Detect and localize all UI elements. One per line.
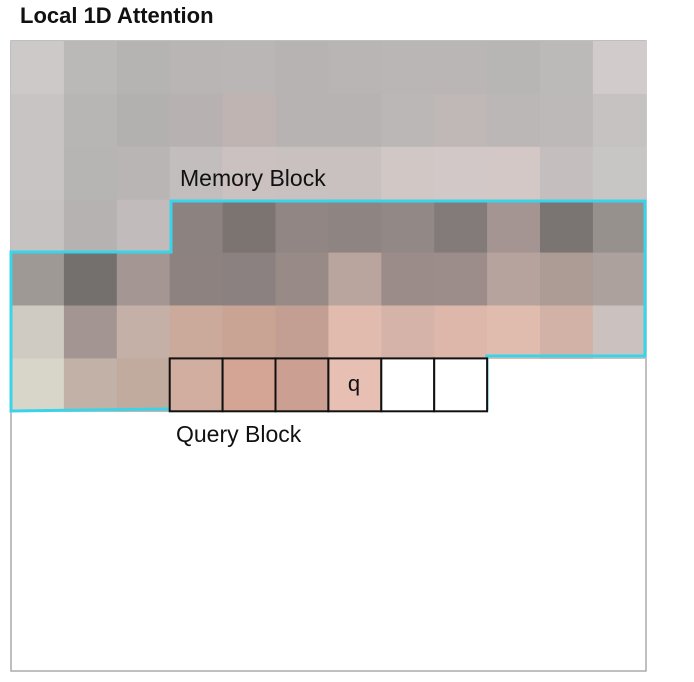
pixel-cell [434,252,488,307]
pixel-cell [275,252,329,307]
pixel-cell [275,199,329,254]
pixel-cell [63,93,118,148]
pixel-cell [11,305,65,359]
pixel-cell [328,199,382,254]
query-cell [327,357,383,413]
pixel-cell [487,41,541,95]
pixel-cell [169,199,224,254]
pixel-cell [11,93,65,148]
query-block [168,357,489,413]
pixel-cell [11,199,65,254]
query-cell [168,357,224,413]
pixel-cell [275,305,329,359]
pixel-cell [487,305,541,359]
query-cell [221,357,277,413]
pixel-cell [540,93,594,148]
pixel-cell [434,199,488,254]
pixel-cell [116,146,171,201]
pixel-cell [169,305,224,359]
pixel-cell [434,305,488,359]
query-cell [380,357,436,413]
image-pixel-grid [11,41,647,412]
pixel-cell [63,358,118,412]
pixel-cell [169,252,224,307]
query-cell [274,357,330,413]
pixel-cell [222,199,277,254]
pixel-cell [11,358,65,412]
pixel-cell [116,305,171,359]
pixel-cell [328,252,382,307]
pixel-cell [169,146,224,201]
pixel-cell [116,358,171,412]
pixel-cell [328,146,382,201]
pixel-cell [381,199,435,254]
pixel-cell [592,199,647,254]
pixel-cell [275,41,329,95]
pixel-cell [540,199,594,254]
pixel-cell [116,41,171,95]
pixel-cell [487,146,541,201]
pixel-cell [381,305,435,359]
pixel-cell [328,305,382,359]
pixel-cell [63,252,118,307]
pixel-cell [169,41,224,95]
pixel-cell [592,146,647,201]
pixel-cell [63,146,118,201]
pixel-cell [328,41,382,95]
pixel-cell [275,93,329,148]
pixel-cell [222,305,277,359]
pixel-cell [540,305,594,359]
pixel-cell [11,146,65,201]
pixel-cell [328,93,382,148]
pixel-cell [434,146,488,201]
pixel-cell [381,252,435,307]
pixel-cell [487,93,541,148]
pixel-cell [434,41,488,95]
pixel-cell [222,146,277,201]
pixel-cell [222,93,277,148]
pixel-cell [116,199,171,254]
query-block-label: Query Block [176,421,302,447]
pixel-cell [116,252,171,307]
pixel-cell [592,252,647,307]
pixel-cell [11,41,65,95]
pixel-cell [540,252,594,307]
memory-block-label: Memory Block [180,165,326,191]
pixel-cell [63,305,118,359]
pixel-cell [592,41,647,95]
pixel-cell [11,252,65,307]
pixel-cell [540,146,594,201]
pixel-cell [434,93,488,148]
pixel-cell [63,41,118,95]
query-cell [433,357,489,413]
pixel-cell [381,146,435,201]
pixel-cell [592,93,647,148]
page-title: Local 1D Attention [20,3,214,28]
pixel-cell [592,305,647,359]
pixel-cell [169,93,224,148]
pixel-cell [381,41,435,95]
pixel-cell [381,93,435,148]
query-position-label: q [348,371,360,396]
pixel-cell [275,146,329,201]
pixel-cell [63,199,118,254]
pixel-cell [487,199,541,254]
pixel-cell [222,41,277,95]
pixel-cell [222,252,277,307]
pixel-cell [116,93,171,148]
pixel-cell [540,41,594,95]
memory-block-outline [9,199,647,413]
pixel-cell [487,252,541,307]
